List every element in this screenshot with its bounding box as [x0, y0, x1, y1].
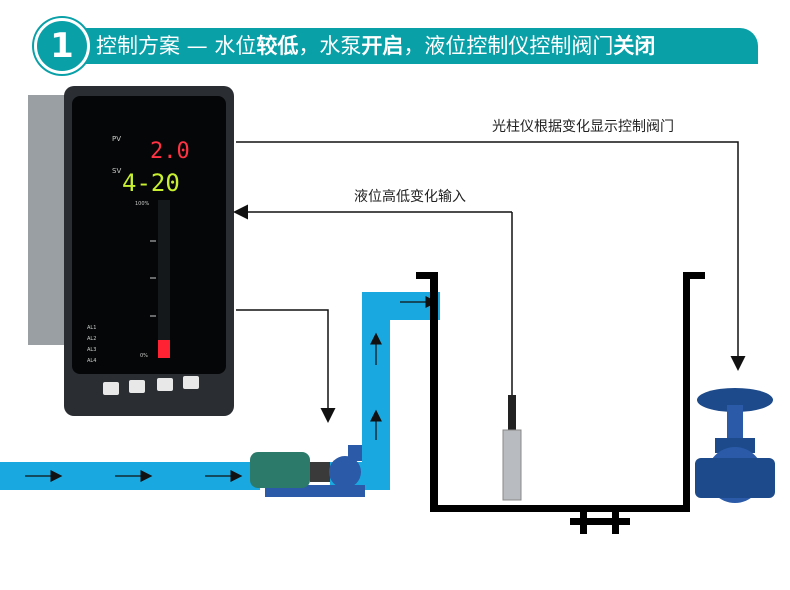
water-tank	[416, 272, 705, 534]
title-part: 关闭	[613, 34, 656, 58]
bar-top-label: 100%	[135, 201, 150, 207]
pv-label: PV	[112, 135, 121, 143]
signal-lines	[233, 141, 746, 423]
alarm-label: AL2	[87, 336, 96, 342]
gate-valve	[695, 388, 775, 503]
alarm-label: AL1	[87, 325, 96, 331]
alarm-label: AL4	[87, 358, 96, 364]
title-part: ，液位控制仪控制阀门	[403, 34, 614, 58]
pv-value: 2.0	[150, 139, 190, 164]
flow-arrows	[25, 296, 438, 482]
sv-value: 4-20	[122, 169, 180, 197]
header-banner	[70, 28, 758, 64]
header-title: 控制方案 — 水位较低，水泵开启，液位控制仪控制阀门关闭	[96, 31, 655, 61]
level-controller: PV 2.0 SV 4-20 100% 0% AL1 AL2 AL3 AL4	[28, 86, 234, 416]
title-part: ，水泵	[298, 34, 362, 58]
pump-signal-arrow	[236, 309, 336, 423]
output-signal-arrow	[236, 141, 746, 371]
title-part: 控制方案 — 水位	[96, 34, 257, 58]
title-part: 较低	[256, 34, 299, 58]
level-sensor	[502, 212, 522, 501]
title-part: 开启	[361, 34, 404, 58]
output-label: 光柱仪根据变化显示控制阀门	[492, 119, 674, 135]
step-number: 1	[34, 18, 90, 74]
sv-label: SV	[112, 167, 121, 175]
alarm-label: AL3	[87, 347, 96, 353]
input-label: 液位高低变化输入	[354, 189, 466, 205]
water-pump	[250, 445, 365, 497]
bar-bottom-label: 0%	[140, 353, 148, 359]
level-bar-fill	[158, 340, 170, 358]
